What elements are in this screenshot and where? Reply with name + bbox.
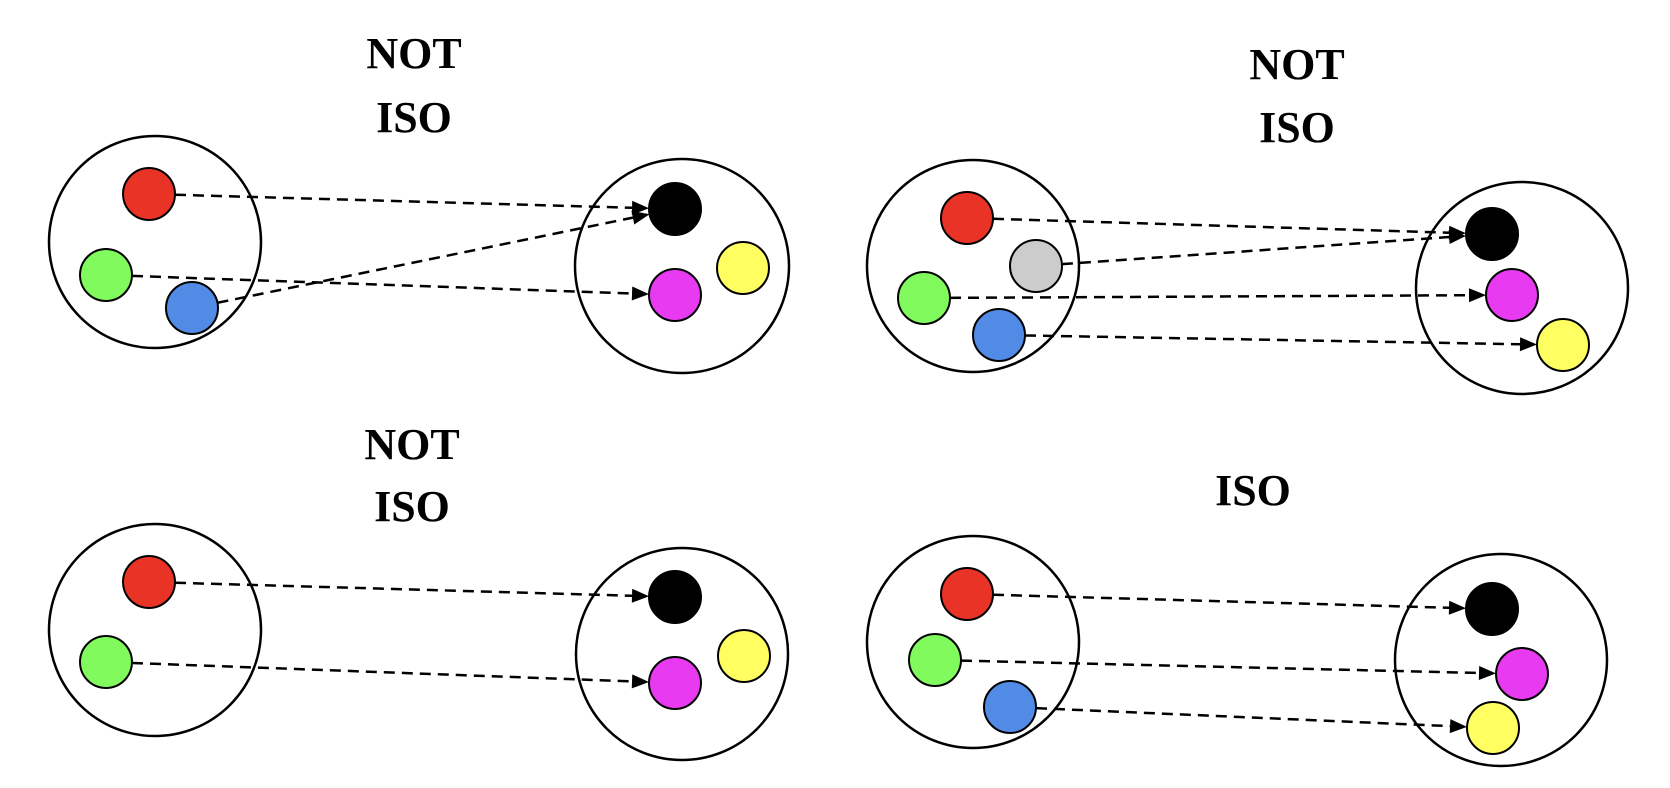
mapping-edge-green-to-magenta	[131, 661, 633, 683]
panel-title-line: NOT	[366, 29, 461, 78]
codomain-node-magenta	[1495, 647, 1549, 701]
codomain-set	[574, 546, 790, 762]
arrowhead-icon	[631, 200, 650, 215]
panel-bottom-left: NOT ISO	[47, 420, 790, 762]
mappings	[960, 593, 1497, 734]
codomain-node-magenta	[1485, 268, 1539, 322]
codomain-node-black	[648, 182, 702, 236]
mapping-edge-gray-to-black	[1061, 235, 1450, 266]
mapping-edge-green-to-magenta	[131, 274, 633, 295]
mappings	[131, 581, 650, 689]
mapping-edge-blue-to-yellow	[1024, 334, 1521, 346]
panel-title-line: ISO	[1259, 103, 1335, 152]
arrowhead-icon	[1448, 230, 1467, 244]
mapping-edge-red-to-black	[174, 581, 633, 598]
panel-title-line: ISO	[374, 482, 450, 531]
panel-title-line: NOT	[364, 420, 459, 469]
arrowhead-icon	[631, 286, 650, 301]
mapping-edge-red-to-black	[174, 193, 633, 210]
codomain-set	[573, 157, 791, 375]
domain-node-red	[122, 167, 176, 221]
domain-node-gray	[1009, 239, 1063, 293]
mapping-edge-red-to-black	[992, 217, 1450, 234]
mapping-edge-green-to-magenta	[960, 659, 1480, 675]
mappings	[949, 217, 1538, 352]
panel-top-right: NOT ISO	[865, 40, 1630, 396]
panel-title-line: NOT	[1249, 40, 1344, 89]
domain-node-green	[908, 633, 962, 687]
arrowhead-icon	[631, 210, 650, 225]
codomain-node-yellow	[1536, 318, 1590, 372]
mapping-edge-green-to-magenta	[949, 293, 1470, 300]
arrowhead-icon	[1468, 288, 1487, 303]
domain-node-red	[940, 567, 994, 621]
domain-node-green	[897, 271, 951, 325]
codomain-node-yellow	[716, 241, 770, 295]
panel-title-line: ISO	[376, 93, 452, 142]
domain-node-red	[122, 555, 176, 609]
codomain-node-magenta	[648, 268, 702, 322]
codomain-node-black	[1465, 582, 1519, 636]
panel-bottom-right: ISO	[865, 466, 1609, 768]
codomain-node-yellow	[1466, 701, 1520, 755]
codomain-node-yellow	[717, 629, 771, 683]
mapping-edge-blue-to-yellow	[1035, 706, 1451, 728]
arrowhead-icon	[631, 588, 650, 603]
panel-title-line: ISO	[1215, 466, 1291, 515]
domain-node-red	[940, 191, 994, 245]
arrowhead-icon	[1448, 600, 1467, 615]
panel-top-left: NOT ISO	[47, 29, 791, 375]
codomain-node-black	[648, 570, 702, 624]
codomain-node-magenta	[648, 656, 702, 710]
arrowhead-icon	[631, 674, 650, 689]
domain-node-green	[79, 248, 133, 302]
domain-node-blue	[983, 680, 1037, 734]
domain-node-green	[79, 635, 133, 689]
mappings	[131, 193, 650, 305]
mapping-edge-red-to-black	[992, 593, 1450, 610]
codomain-node-black	[1465, 207, 1519, 261]
arrowhead-icon	[1519, 337, 1538, 352]
arrowhead-icon	[1478, 665, 1497, 680]
domain-node-blue	[165, 281, 219, 335]
arrowhead-icon	[1449, 719, 1468, 734]
mapping-edge-blue-to-black	[217, 216, 634, 305]
domain-node-blue	[972, 308, 1026, 362]
